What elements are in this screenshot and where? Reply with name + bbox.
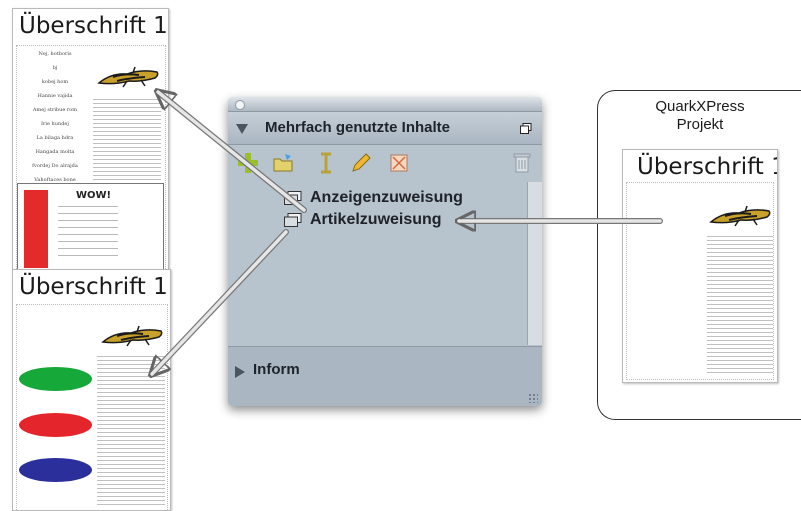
palette-section-header[interactable]: Mehrfach genutzte Inhalte: [228, 112, 542, 145]
poem-line: Hangada molta: [35, 149, 75, 155]
guide-frame: [16, 304, 168, 510]
pencil-icon[interactable]: [349, 151, 373, 175]
page-heading: Überschrift 1: [19, 13, 168, 39]
layout-page-bottom: Überschrift 1: [12, 269, 171, 511]
close-button[interactable]: [235, 100, 245, 110]
inform-section-label: Inform: [253, 361, 300, 378]
guide-frame: [626, 182, 774, 380]
poem-line: fvordej Do alrajda: [32, 163, 78, 169]
lizard-image: [101, 325, 163, 347]
disclosure-triangle-icon[interactable]: [235, 366, 245, 378]
poem-line: bj: [52, 65, 58, 71]
shared-content-palette: Mehrfach genutzte Inhalte: [228, 97, 542, 406]
list-item[interactable]: Artikelzuweisung: [278, 209, 518, 231]
layout-page-top: Überschrift 1 Nej, hotboris bj kobej hom…: [12, 8, 169, 272]
resize-grip[interactable]: [528, 393, 538, 403]
poem-line: Vahoftaces bone: [34, 177, 76, 183]
green-ellipse: [19, 367, 92, 391]
menu-icon[interactable]: [520, 123, 532, 134]
page-heading: Überschrift 1: [637, 154, 778, 180]
blue-ellipse: [19, 458, 92, 482]
red-ellipse: [19, 413, 92, 437]
text-cursor-icon[interactable]: [314, 151, 338, 175]
project-page: Überschrift 1: [622, 149, 778, 383]
list-item-label: Anzeigenzuweisung: [310, 189, 463, 206]
page-heading: Überschrift 1: [19, 274, 168, 300]
lizard-image: [97, 66, 159, 88]
poem-line: Hannie vajida: [37, 93, 73, 99]
wow-red-bar: [24, 190, 48, 268]
project-title-line: Projekt: [676, 116, 724, 133]
poem-line: Amej stribue rom: [32, 107, 78, 113]
text-column: [707, 236, 773, 376]
disclosure-triangle-icon[interactable]: [236, 124, 248, 134]
project-title: QuarkXPress Projekt: [598, 98, 801, 134]
list-item-label: Artikelzuweisung: [310, 211, 442, 228]
wow-title: WOW!: [76, 190, 112, 201]
lizard-image: [709, 205, 771, 227]
poem-line: Irie hundej: [41, 121, 69, 127]
shared-items-list: Anzeigenzuweisung Artikelzuweisung: [228, 182, 528, 345]
poem-line: kobej hom: [41, 79, 69, 85]
text-column: [97, 356, 165, 506]
poem-line: Nej, hotboris: [38, 51, 72, 57]
project-box: QuarkXPress Projekt Überschrift 1: [597, 90, 801, 420]
folder-icon[interactable]: [271, 151, 295, 175]
wow-box: WOW!: [17, 183, 164, 271]
poem-column: Nej, hotboris bj kobej hom Hannie vajida…: [19, 47, 91, 187]
image-icon[interactable]: [387, 151, 411, 175]
project-title-line: QuarkXPress: [655, 98, 745, 115]
wow-text-lines: [58, 206, 118, 262]
document-stack-icon: [284, 213, 302, 227]
connector-arrows: [0, 0, 663, 500]
poem-line: La bilaga hdra: [36, 135, 74, 141]
palette-title: Mehrfach genutzte Inhalte: [265, 119, 451, 136]
trash-icon[interactable]: [510, 151, 534, 175]
palette-titlebar[interactable]: [228, 97, 542, 112]
palette-footer[interactable]: Inform: [228, 346, 542, 406]
